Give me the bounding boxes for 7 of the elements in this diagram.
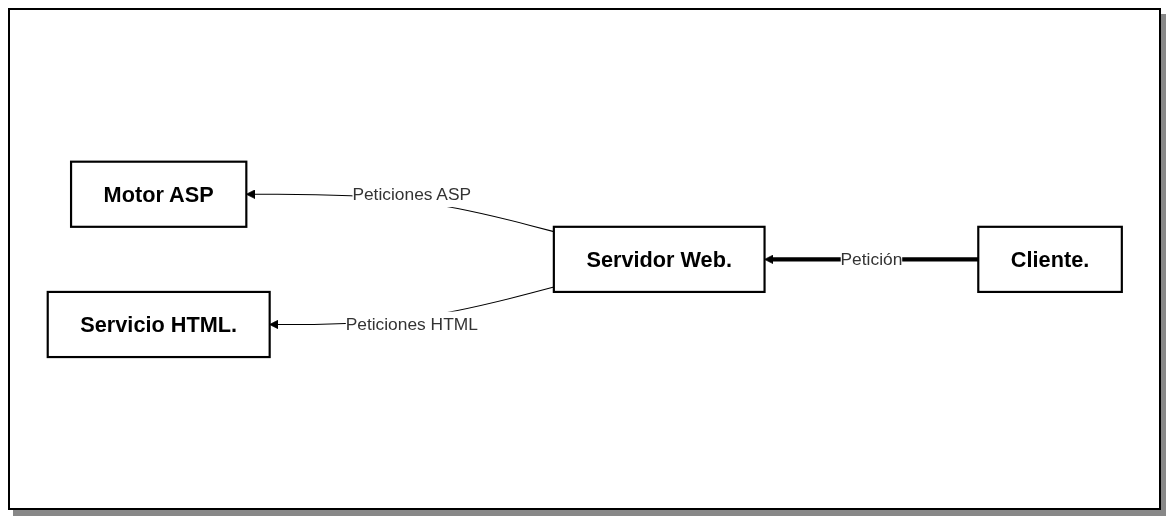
node-box: Servicio HTML.	[46, 290, 271, 358]
edge-label: Peticiones HTML	[345, 314, 478, 333]
edge-label: Petición	[840, 249, 903, 268]
edge-label: Peticiones ASP	[352, 184, 471, 203]
node-box: Motor ASP	[69, 160, 248, 228]
node-box: Servidor Web.	[552, 225, 766, 293]
node-box: Cliente.	[976, 225, 1123, 293]
